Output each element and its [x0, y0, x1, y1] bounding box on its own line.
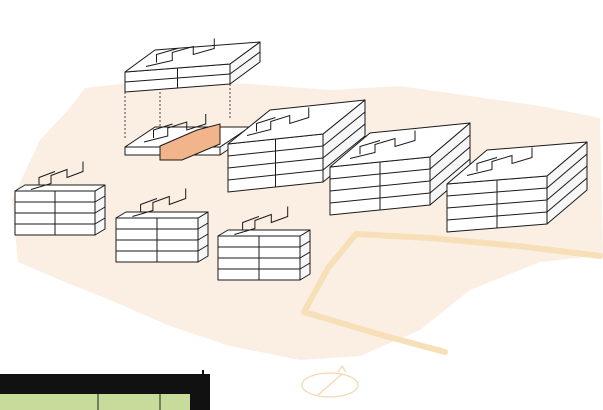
inset-green-field — [0, 394, 190, 410]
compass-icon — [302, 366, 358, 397]
inset-panel — [0, 370, 210, 410]
